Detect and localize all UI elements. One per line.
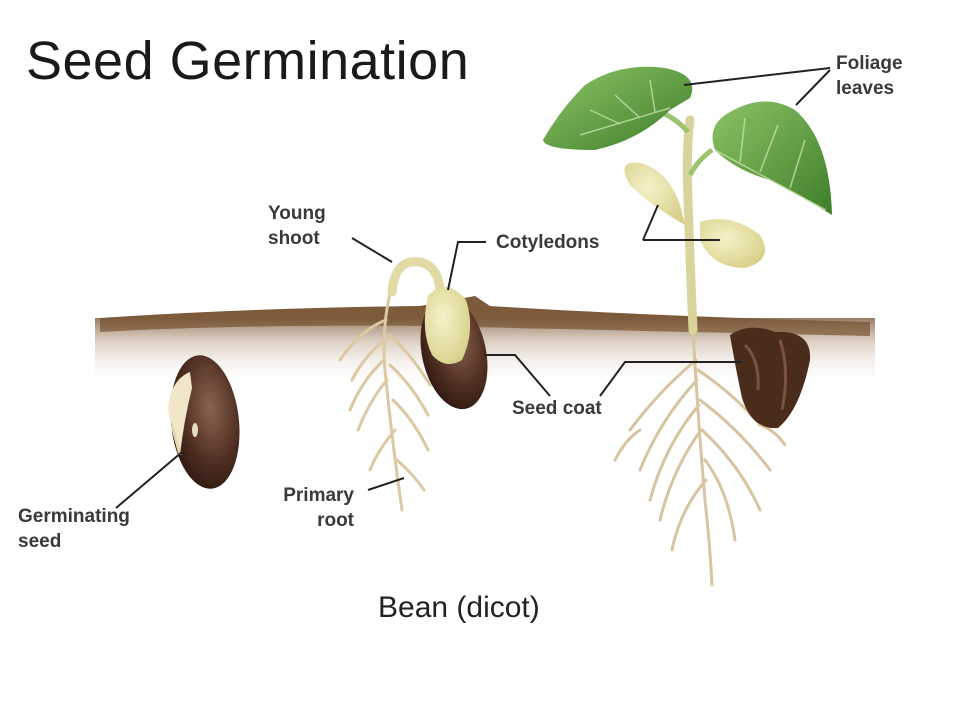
leader-lines bbox=[115, 67, 831, 509]
label-primary-root: Primary root bbox=[283, 485, 354, 531]
label-germinating-seed: Germinating seed bbox=[18, 506, 130, 552]
leader-foliage-leaves-2 bbox=[795, 69, 831, 106]
stage3-mature-seedling bbox=[543, 66, 832, 587]
leader-germinating-seed bbox=[115, 451, 183, 509]
leader-cotyledons-right bbox=[642, 204, 720, 241]
label-young-shoot: Young shoot bbox=[268, 203, 326, 249]
leader-seed-coat-right bbox=[599, 361, 742, 397]
stage2-young-seedling bbox=[338, 257, 488, 512]
diagram-title: Seed Germination bbox=[26, 31, 470, 91]
diagram-caption: Bean (dicot) bbox=[378, 591, 540, 624]
stage1-germinating-seed bbox=[168, 355, 240, 489]
leader-primary-root bbox=[367, 477, 405, 491]
label-cotyledons: Cotyledons bbox=[496, 232, 600, 253]
leader-foliage-leaves-1 bbox=[683, 67, 831, 86]
leader-seed-coat-left bbox=[484, 354, 551, 397]
label-seed-coat: Seed coat bbox=[512, 398, 602, 419]
leader-young-shoot bbox=[351, 237, 393, 263]
label-foliage-leaves: Foliage leaves bbox=[836, 53, 903, 99]
leader-cotyledons-left bbox=[447, 241, 486, 291]
